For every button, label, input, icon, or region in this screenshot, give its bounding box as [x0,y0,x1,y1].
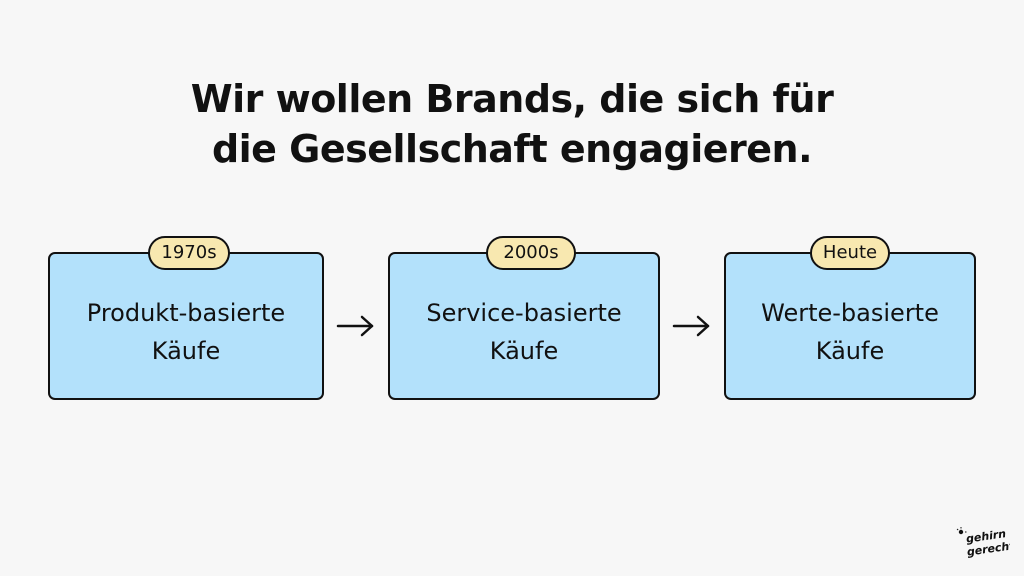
era-badge-1970s: 1970s [148,236,230,270]
title-line-1: Wir wollen Brands, die sich für [190,77,834,121]
title-line-2: die Gesellschaft engagieren. [211,127,813,171]
logo-line-1: gehirn [965,527,1007,545]
stage-label-line-1: Produkt-basierte [86,299,286,327]
brain-spark-icon [956,527,967,535]
stage-label-service: Service-basierte Käufe [390,294,658,370]
page-title: Wir wollen Brands, die sich für die Gese… [0,74,1024,174]
stage-label-werte: Werte-basierte Käufe [726,294,974,370]
stage-label-produkt: Produkt-basierte Käufe [50,294,322,370]
stage-label-line-2: Käufe [815,337,885,365]
stage-label-line-1: Service-basierte [426,299,622,327]
logo-line-2: gerecht [966,539,1010,559]
stage-box-service: 2000s Service-basierte Käufe [388,236,660,400]
stage-box-produkt: 1970s Produkt-basierte Käufe [48,236,324,400]
era-badge-heute: Heute [810,236,890,270]
stage-label-line-2: Käufe [489,337,559,365]
gehirngerecht-logo: gehirn gerecht [956,527,1010,559]
era-badge-2000s: 2000s [486,236,576,270]
stage-label-line-2: Käufe [151,337,221,365]
arrow-right-icon [336,315,374,337]
arrow-right-icon [672,315,710,337]
stage-box-werte: Heute Werte-basierte Käufe [724,236,976,400]
stage-label-line-1: Werte-basierte [761,299,939,327]
